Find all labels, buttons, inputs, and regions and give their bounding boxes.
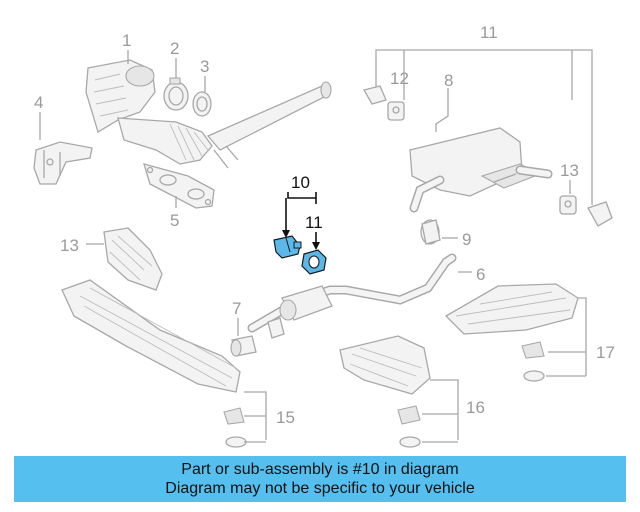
callout-10: 10 <box>291 173 310 192</box>
part-16-heat-shield <box>339 335 431 448</box>
callout-11-text: 11 <box>305 213 323 232</box>
part-11-rubber-isolator[interactable] <box>301 249 327 275</box>
part-2-clamp <box>163 77 189 111</box>
callout-3: 3 <box>200 57 209 76</box>
callout-2: 2 <box>170 39 179 58</box>
callout-14: 13 <box>60 236 79 255</box>
part-4-bracket <box>33 141 93 185</box>
leader-16 <box>422 379 459 443</box>
callout-1: 1 <box>122 31 131 50</box>
part-15-heat-shield <box>61 279 247 448</box>
callout-12: 11 <box>480 23 498 42</box>
part-3-gasket <box>192 91 212 117</box>
callout-15: 15 <box>276 408 295 427</box>
callout-4: 4 <box>34 93 43 112</box>
exhaust-parts-diagram: 1 2 3 4 5 11 12 <box>33 23 615 448</box>
info-banner: Part or sub-assembly is #10 in diagram D… <box>14 456 626 502</box>
callout-13-right: 13 <box>560 161 579 180</box>
part-5-flange-gasket <box>143 163 215 209</box>
leader-17 <box>546 297 587 377</box>
leader-10 <box>285 192 317 234</box>
callout-5: 5 <box>170 211 179 230</box>
part-12-hanger-bracket-left <box>363 85 387 105</box>
callout-6: 6 <box>476 265 485 284</box>
leader-15 <box>244 391 267 443</box>
leader-12 <box>375 49 593 205</box>
leader-10-arrow <box>282 230 290 238</box>
callout-8: 8 <box>444 71 453 90</box>
callout-17: 17 <box>596 343 615 362</box>
callout-16: 16 <box>466 398 485 417</box>
part-14-heat-shield <box>103 227 163 291</box>
banner-line-1: Part or sub-assembly is #10 in diagram <box>181 461 459 478</box>
part-13-isolator-top <box>387 101 405 121</box>
part-1-catalytic-converter <box>85 59 332 169</box>
part-9-clamp <box>420 219 441 245</box>
part-8-hanger <box>435 88 449 132</box>
part-10-exhaust-hanger-bracket[interactable] <box>273 235 302 259</box>
part-7-clamp <box>230 335 257 357</box>
part-17-heat-shield <box>444 283 579 382</box>
callout-9: 9 <box>462 230 471 249</box>
banner-line-2: Diagram may not be specific to your vehi… <box>165 480 475 497</box>
callout-13-top: 12 <box>390 69 409 88</box>
rear-muffler <box>409 127 553 213</box>
leader-11-arrow <box>312 242 320 250</box>
part-13-isolator-right <box>559 195 577 215</box>
part-6-center-pipe <box>247 253 457 339</box>
callout-7: 7 <box>232 299 241 318</box>
part-12-hanger-bracket-right <box>587 201 613 227</box>
